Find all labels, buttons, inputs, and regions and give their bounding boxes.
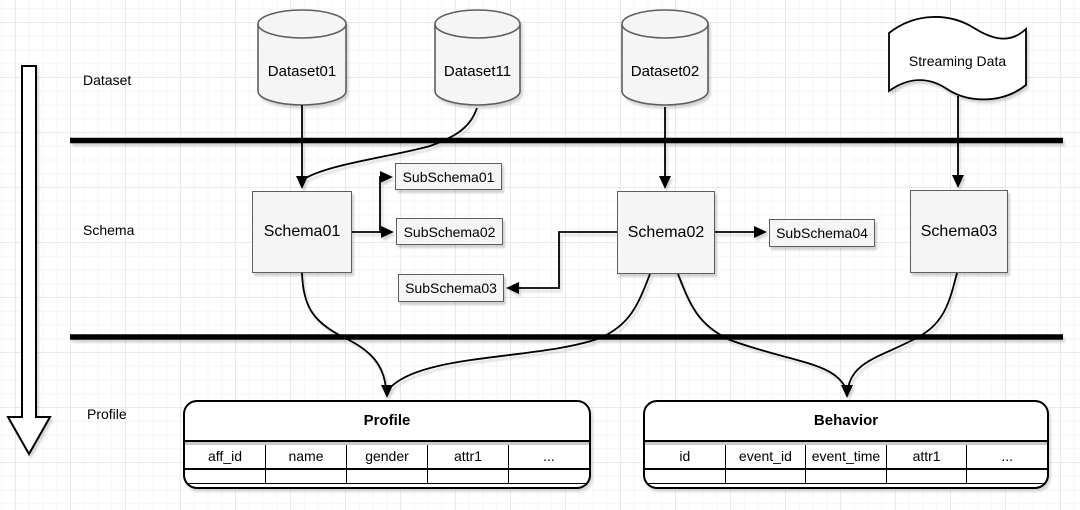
profile-table-title-shadow — [185, 442, 589, 445]
profile-col-aff-id: aff_id — [185, 445, 266, 468]
streaming-data-shape — [888, 16, 1027, 101]
dataset02-label: Dataset02 — [630, 63, 700, 80]
behavior-empty-cell — [806, 470, 887, 483]
behavior-table: Behavior id event_id event_time attr1 ..… — [643, 400, 1049, 489]
schema01-node: Schema01 — [252, 191, 352, 273]
subschema01-label: SubSchema01 — [402, 168, 495, 185]
cylinder-dataset01 — [257, 9, 347, 106]
edge-schema02-behavior — [677, 273, 847, 390]
profile-col-ellipsis: ... — [543, 448, 555, 464]
profile-table: Profile aff_id name gender attr1 ... — [183, 400, 591, 489]
edge-dataset11-schema01 — [305, 107, 478, 179]
dataset01-label: Dataset01 — [267, 63, 337, 80]
schema02-node: Schema02 — [617, 191, 715, 274]
streaming-data-label: Streaming Data — [908, 53, 1007, 69]
cylinder-dataset11 — [434, 9, 521, 106]
profile-empty-cell — [509, 470, 589, 483]
edge-schema01-subschema02 — [352, 226, 394, 238]
edge-schema02-subschema03 — [506, 231, 617, 294]
subschema04-label: SubSchema04 — [776, 225, 868, 241]
behavior-col-ellipsis: ... — [1001, 448, 1013, 464]
profile-empty-cell — [347, 470, 428, 483]
schema01-label: Schema01 — [263, 223, 341, 240]
lane-label-schema: Schema — [83, 222, 135, 238]
profile-empty-cell — [266, 470, 347, 483]
subschema01-node: SubSchema01 — [395, 163, 502, 190]
edge-dataset02-schema02 — [659, 107, 671, 189]
profile-col-gender: gender — [347, 445, 428, 468]
behavior-col-event-time: event_time — [806, 445, 887, 468]
behavior-table-empty-row — [645, 470, 1047, 484]
lane-label-dataset: Dataset — [83, 72, 132, 88]
behavior-empty-cell — [887, 470, 968, 483]
edge-schema02-subschema04 — [715, 226, 767, 238]
subschema02-node: SubSchema02 — [396, 218, 503, 245]
profile-table-empty-row — [185, 470, 589, 484]
edge-streaming-schema03 — [952, 96, 964, 188]
subschema04-node: SubSchema04 — [769, 219, 875, 247]
subschema02-label: SubSchema02 — [403, 223, 496, 240]
behavior-table-title-shadow — [645, 442, 1047, 445]
subschema03-node: SubSchema03 — [398, 274, 504, 302]
profile-empty-cell — [428, 470, 509, 483]
lane-label-profile: Profile — [87, 406, 127, 422]
behavior-empty-cell — [967, 470, 1047, 483]
dataset11-label: Dataset11 — [443, 63, 512, 80]
cylinder-dataset02 — [621, 9, 709, 106]
profile-empty-cell — [185, 470, 266, 483]
behavior-empty-cell — [726, 470, 807, 483]
behavior-col-id: id — [645, 445, 726, 468]
subschema03-label: SubSchema03 — [405, 280, 497, 296]
profile-table-title: Profile — [185, 402, 589, 442]
behavior-table-header-row: id event_id event_time attr1 ... — [645, 445, 1047, 470]
edge-schema02-profile — [381, 273, 651, 398]
profile-table-header-row: aff_id name gender attr1 ... — [185, 445, 589, 470]
edge-schema01-profile — [301, 272, 387, 390]
edge-schema03-behavior — [841, 272, 958, 398]
behavior-col-attr1: attr1 — [887, 445, 968, 468]
profile-col-attr1: attr1 — [428, 445, 509, 468]
edge-dataset01-schema01 — [296, 105, 308, 189]
behavior-table-title: Behavior — [645, 402, 1047, 442]
edge-schema01-subschema01 — [379, 171, 393, 232]
edges — [296, 96, 964, 398]
schema03-label: Schema03 — [920, 222, 998, 240]
schema03-node: Schema03 — [910, 190, 1008, 273]
behavior-empty-cell — [645, 470, 726, 483]
profile-col-name: name — [266, 445, 347, 468]
timeline-down-arrow — [6, 65, 52, 457]
behavior-col-event-id: event_id — [726, 445, 807, 468]
schema02-label: Schema02 — [627, 223, 705, 241]
